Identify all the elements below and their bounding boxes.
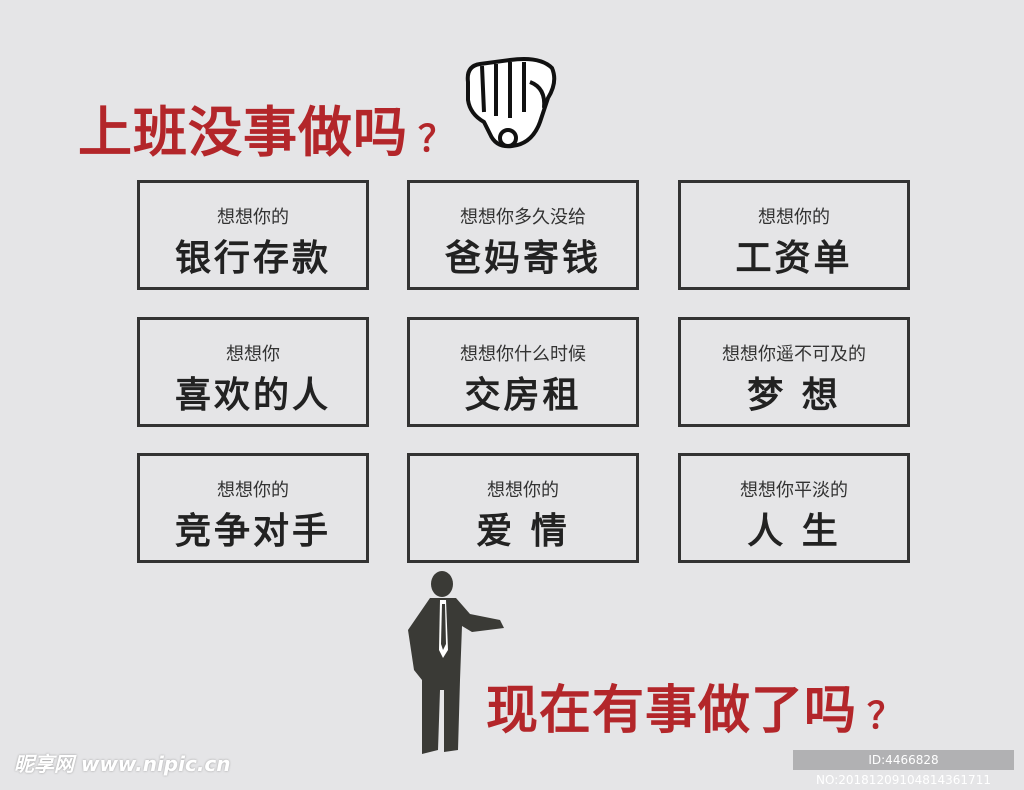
card-title: 工资单 [735,237,853,279]
card-subtitle: 想想你平淡的 [740,480,848,501]
footer-headline: 现在有事做了吗？ [486,668,904,743]
question-mark: ？ [867,695,905,737]
card-subtitle: 想想你的 [217,207,289,228]
card-title: 竞争对手 [174,510,331,552]
card-life: 想想你平淡的人 生 [678,453,910,563]
pointing-finger-icon [465,57,557,149]
card-title: 梦 想 [747,374,841,416]
headline-text: 上班没事做吗 [78,100,408,164]
card-competitor: 想想你的竞争对手 [137,453,369,563]
card-subtitle: 想想你的 [487,480,559,501]
card-title: 爱 情 [476,510,570,552]
card-dream: 想想你遥不可及的梦 想 [678,317,910,427]
card-subtitle: 想想你的 [217,480,289,501]
card-title: 爸妈寄钱 [444,237,601,279]
card-title: 喜欢的人 [174,374,331,416]
card-payslip: 想想你的工资单 [678,180,910,290]
card-loved-one: 想想你喜欢的人 [137,317,369,427]
card-title: 银行存款 [174,237,331,279]
card-subtitle: 想想你的 [758,207,830,228]
card-bank-savings: 想想你的银行存款 [137,180,369,290]
card-love: 想想你的爱 情 [407,453,639,563]
card-title: 交房租 [464,374,582,416]
headline: 上班没事做吗？ [78,88,455,167]
card-parents-money: 想想你多久没给爸妈寄钱 [407,180,639,290]
card-rent: 想想你什么时候交房租 [407,317,639,427]
watermark: 昵享网 www.nipic.cn [14,752,231,776]
card-title: 人 生 [747,510,841,552]
card-subtitle: 想想你什么时候 [460,344,586,365]
question-mark: ？ [418,118,456,160]
image-id-label: ID:4466828 NO:20181209104814361711 [793,750,1014,787]
footer-headline-text: 现在有事做了吗 [486,680,858,741]
businessman-silhouette-icon [408,571,504,754]
card-subtitle: 想想你遥不可及的 [722,344,866,365]
card-subtitle: 想想你 [226,344,280,365]
card-subtitle: 想想你多久没给 [460,207,586,228]
